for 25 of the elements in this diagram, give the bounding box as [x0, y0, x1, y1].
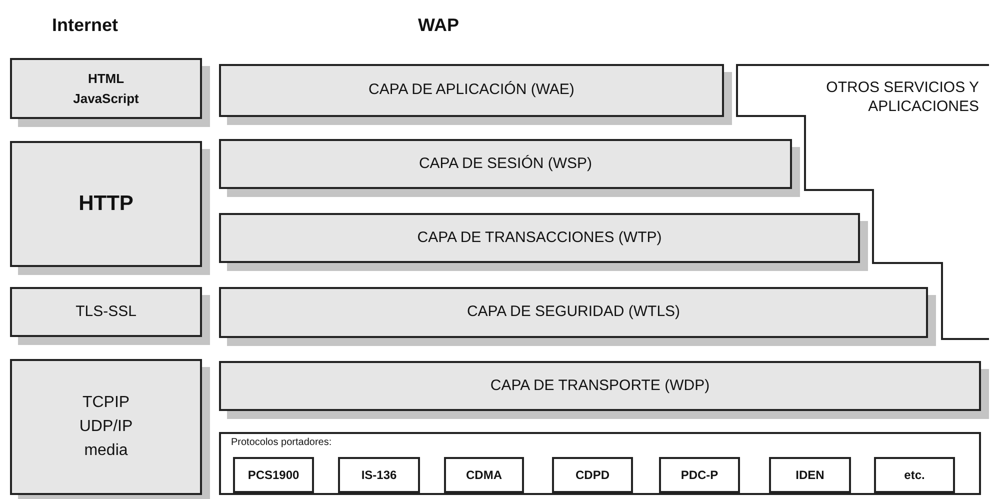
protocol-box: IS-136 — [338, 457, 420, 493]
panel-heading: Protocolos portadores: — [231, 437, 332, 449]
box-label: CAPA DE TRANSACCIONES (WTP) — [417, 228, 662, 248]
box-label: CAPA DE APLICACIÓN (WAE) — [368, 80, 574, 100]
services-area — [736, 64, 989, 340]
protocol-box: IDEN — [769, 457, 851, 493]
column-heading: Internet — [52, 14, 118, 37]
box-label: media — [84, 441, 128, 461]
column-heading: WAP — [418, 14, 460, 37]
protocol-box: etc. — [874, 457, 955, 493]
box-label: CAPA DE TRANSPORTE (WDP) — [490, 376, 710, 396]
protocol-box: PCS1900 — [233, 457, 314, 493]
protocol-box: CDPD — [552, 457, 633, 493]
protocol-box: CDMA — [444, 457, 524, 493]
box-label: JavaScript — [73, 90, 139, 108]
box-label: UDP/IP — [79, 417, 133, 437]
area-title: OTROS SERVICIOS Y APLICACIONES — [825, 78, 979, 116]
box-label: TCPIP — [82, 393, 130, 413]
protocol-box: PDC-P — [659, 457, 740, 493]
box-label: HTTP — [78, 191, 134, 218]
box-label: TLS-SSL — [76, 302, 136, 322]
box-label: CAPA DE SESIÓN (WSP) — [418, 154, 592, 174]
box-label: CAPA DE SEGURIDAD (WTLS) — [466, 302, 680, 322]
box-label: HTML — [88, 70, 124, 88]
bearer-panel — [219, 432, 981, 495]
